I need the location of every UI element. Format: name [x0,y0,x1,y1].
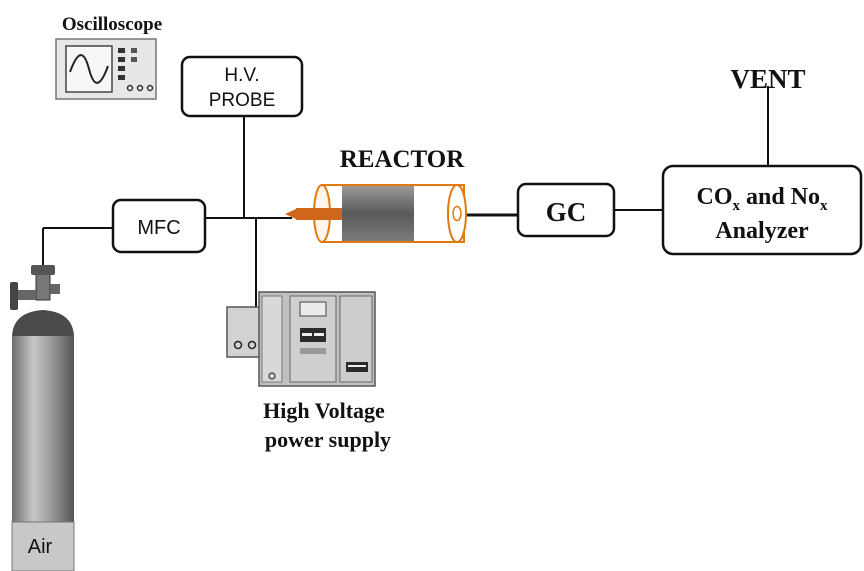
air-cylinder [10,265,75,571]
high-voltage-power-supply [226,291,376,387]
hv-supply-label-line1: High Voltage [263,398,385,423]
gc-box [516,182,616,238]
hv-probe-box [180,55,304,118]
analyzer-label-line2: Analyzer [715,218,809,244]
oscilloscope-label: Oscilloscope [62,14,162,35]
outer-electrode [342,186,414,241]
mfc-box [111,198,207,254]
electrode-tip [285,209,296,219]
valve-handle [10,282,18,310]
analyzer-co: CO [696,184,732,210]
analyzer-and-no: and No [740,184,820,210]
gc-label: GC [546,197,587,227]
analyzer-label-line1: COx and Nox [696,184,828,214]
cylinder-label: Air [28,536,53,558]
vent-label: VENT [730,64,805,94]
hv-probe-label-line2: PROBE [209,90,276,111]
oscilloscope [55,38,157,100]
analyzer-sub-2: x [820,198,828,214]
mfc-label: MFC [137,217,180,239]
hv-supply-label-line2: power supply [265,427,391,452]
reactor-label: REACTOR [340,146,466,173]
analyzer-sub-1: x [732,198,740,214]
connection-lines [42,86,769,345]
analyzer-box [661,164,863,256]
reactor [285,184,467,243]
hv-probe-label-line1: H.V. [224,65,259,86]
